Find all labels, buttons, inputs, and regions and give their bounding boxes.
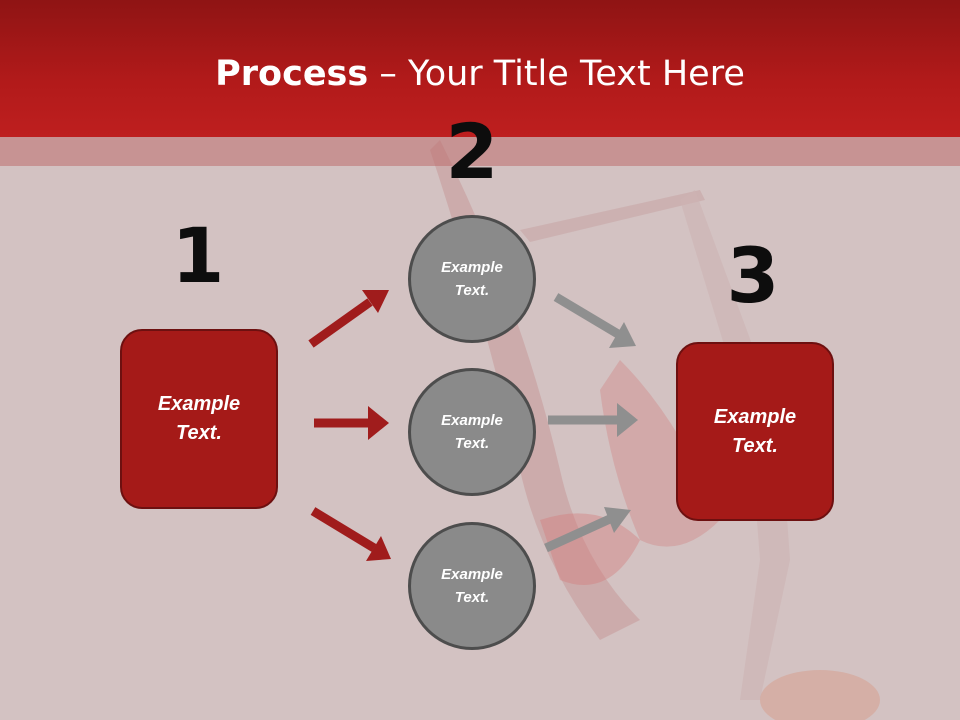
step-number-3: 3 xyxy=(726,231,780,320)
red-arrow-down xyxy=(310,507,391,561)
step-number-2: 2 xyxy=(445,107,499,196)
gray-arrow-right xyxy=(548,403,638,437)
gray-arrow-up xyxy=(544,507,631,553)
right-box-line1: Example xyxy=(713,405,797,428)
header-bar xyxy=(0,0,960,137)
process-circle-top: Example Text. xyxy=(408,215,536,343)
circle-top-line2: Text. xyxy=(454,282,490,299)
title-bold: Process xyxy=(215,54,369,94)
left-box-line2: Text. xyxy=(176,422,222,444)
circle-middle-line2: Text. xyxy=(454,435,490,452)
circle-top-line1: Example xyxy=(441,259,503,276)
right-box-line2: Text. xyxy=(732,434,778,457)
title-rest: – Your Title Text Here xyxy=(368,54,745,94)
step-number-1: 1 xyxy=(171,211,225,300)
red-arrow-right xyxy=(314,406,389,440)
circle-bottom-line2: Text. xyxy=(454,589,490,606)
circle-bottom-line1: Example xyxy=(441,566,503,583)
header-band xyxy=(0,137,960,166)
process-circle-bottom: Example Text. xyxy=(408,522,536,650)
right-process-box: Example Text. xyxy=(676,342,834,521)
process-circle-middle: Example Text. xyxy=(408,368,536,496)
gray-arrow-down xyxy=(553,293,636,348)
red-arrow-up xyxy=(308,290,389,348)
slide-title: Process – Your Title Text Here xyxy=(0,50,960,98)
left-process-box: Example Text. xyxy=(120,329,278,509)
left-box-line1: Example xyxy=(157,393,241,415)
circle-middle-line1: Example xyxy=(441,412,503,429)
